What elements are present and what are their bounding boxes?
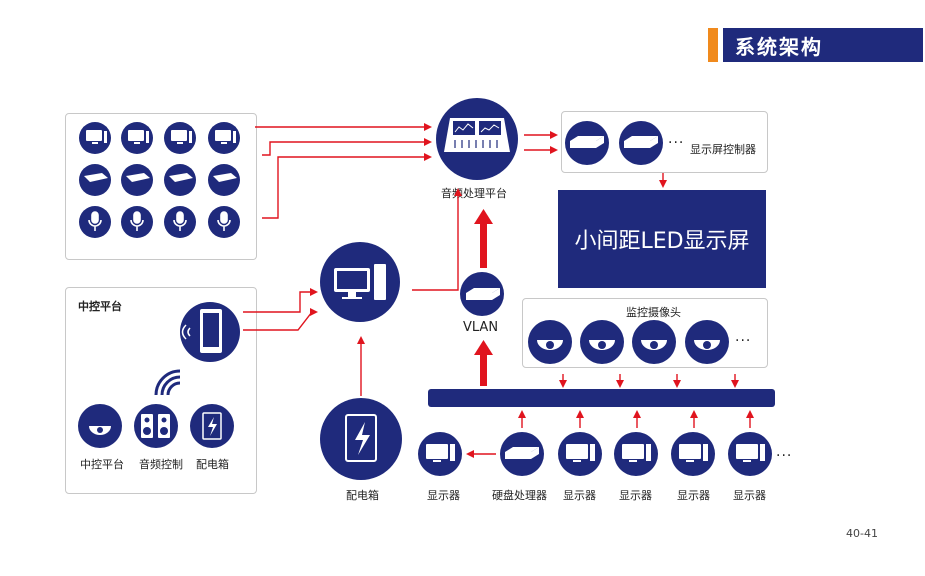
wifi-icon — [154, 369, 181, 396]
speaker-icon — [141, 414, 170, 438]
hdd-processor-icon — [505, 447, 539, 459]
tablet-icon — [181, 309, 222, 353]
vlan-label: VLAN — [463, 320, 499, 335]
dome-camera-icon-small — [89, 426, 111, 435]
camera-ellipsis: ··· — [735, 333, 752, 349]
computer-icon — [334, 264, 386, 300]
display-controller-ellipsis: ··· — [668, 135, 685, 151]
central-control-title: 中控平台 — [78, 300, 122, 313]
thick-arrows — [474, 209, 493, 386]
hdd-processor-label: 硬盘处理器 — [492, 489, 547, 502]
page-number: 40-41 — [846, 527, 878, 540]
display-controller-label: 显示屏控制器 — [690, 143, 756, 156]
bottom-monitor-label-left: 显示器 — [427, 489, 460, 502]
bottom-ellipsis: ··· — [776, 448, 793, 464]
bottom-monitor-label-1: 显示器 — [563, 489, 596, 502]
power-box-small-label: 配电箱 — [196, 458, 229, 471]
power-box-icon — [345, 414, 377, 462]
audio-control-label: 音频控制 — [139, 458, 183, 471]
led-screen: 小间距LED显示屏 — [558, 190, 766, 288]
mixing-console-icon — [444, 118, 510, 152]
network-switch-icon — [466, 288, 500, 300]
projector-icon — [84, 173, 237, 182]
connector-lines — [243, 123, 754, 458]
power-icon-small — [202, 412, 222, 440]
page-title: 系统架构 — [723, 28, 923, 62]
title-accent-bar — [708, 28, 718, 62]
dome-camera-icon — [537, 340, 720, 350]
display-controller-icon — [570, 136, 658, 148]
camera-panel-label: 监控摄像头 — [626, 306, 681, 319]
bottom-monitor-label-2: 显示器 — [619, 489, 652, 502]
bottom-monitor-icon — [426, 444, 765, 462]
monitor-icon — [86, 130, 236, 144]
microphone-icon — [88, 211, 231, 231]
power-box-label: 配电箱 — [346, 489, 379, 502]
bottom-monitor-label-3: 显示器 — [677, 489, 710, 502]
network-bus — [428, 389, 775, 407]
control-platform-label: 中控平台 — [80, 458, 124, 471]
bottom-monitor-label-4: 显示器 — [733, 489, 766, 502]
